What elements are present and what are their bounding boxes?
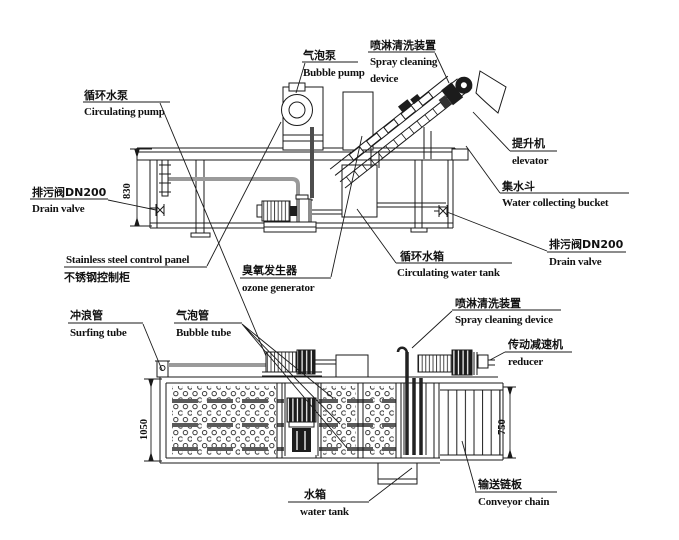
callout-reducer: 传动减速机 reducer	[489, 337, 572, 368]
svg-text:排污阀DN200: 排污阀DN200	[32, 185, 107, 199]
callout-circulating-pump: 循环水泵 Circulating pump	[83, 88, 267, 357]
svg-text:water tank: water tank	[300, 506, 350, 518]
svg-text:Circulating pump: Circulating pump	[84, 106, 165, 118]
dim-1050: 1050	[139, 378, 162, 462]
water-collecting-bucket-part	[451, 148, 469, 161]
svg-text:集水斗: 集水斗	[501, 179, 535, 193]
spray-hook-pipe	[396, 346, 409, 355]
svg-text:elevator: elevator	[512, 155, 549, 167]
svg-text:Spray cleaning: Spray cleaning	[370, 56, 438, 68]
svg-text:reducer: reducer	[508, 356, 543, 368]
callout-water-tank: 水箱 water tank	[288, 467, 413, 518]
svg-text:Drain valve: Drain valve	[549, 256, 602, 268]
dim-side-height: 830	[122, 183, 133, 199]
svg-text:Bubble tube: Bubble tube	[176, 327, 231, 339]
plan-view: 1050 750	[139, 346, 516, 485]
svg-text:输送链板: 输送链板	[478, 477, 523, 491]
svg-text:Drain valve: Drain valve	[32, 203, 85, 215]
circulating-water-tank-box	[341, 164, 378, 218]
elevator-drive-motor	[438, 76, 473, 109]
svg-text:Stainless steel control panel: Stainless steel control panel	[66, 254, 189, 266]
svg-text:device: device	[370, 73, 398, 85]
callout-surfing-tube: 冲浪管 Surfing tube	[68, 308, 163, 371]
conveyor-section	[440, 382, 504, 461]
discharge-chute	[475, 70, 507, 114]
spray-device-plan	[396, 346, 433, 455]
reducer-unit	[410, 349, 498, 378]
svg-text:臭氧发生器: 臭氧发生器	[242, 263, 298, 277]
svg-text:Spray cleaning device: Spray cleaning device	[455, 314, 553, 326]
svg-text:喷淋清洗装置: 喷淋清洗装置	[370, 38, 436, 52]
svg-text:Water collecting bucket: Water collecting bucket	[502, 197, 609, 209]
callout-circulating-water-tank: 循环水箱 Circulating water tank	[356, 208, 512, 279]
svg-text:气泡泵: 气泡泵	[302, 48, 336, 62]
spray-nozzle-block	[397, 99, 412, 113]
side-view: 830	[122, 70, 507, 238]
callout-conveyor-chain: 输送链板 Conveyor chain	[461, 440, 557, 508]
left-inlet-fitting	[155, 360, 170, 378]
perforated-zone	[172, 386, 276, 456]
svg-text:循环水箱: 循环水箱	[400, 249, 444, 263]
svg-text:Surfing tube: Surfing tube	[70, 327, 127, 339]
callout-bubble-pump: 气泡泵 Bubble pump	[295, 48, 365, 94]
drain-valve-right-part	[434, 205, 448, 217]
svg-text:气泡管: 气泡管	[175, 308, 209, 322]
dim-750: 750	[497, 386, 516, 459]
wash-tank-frame	[159, 376, 440, 485]
svg-text:排污阀DN200: 排污阀DN200	[549, 237, 624, 251]
svg-text:Circulating water tank: Circulating water tank	[397, 267, 501, 279]
pipes-side	[159, 127, 342, 215]
svg-text:喷淋清洗装置: 喷淋清洗装置	[455, 296, 521, 310]
callout-spray-top: 喷淋清洗装置 Spray cleaning device	[368, 38, 450, 85]
callout-drain-valve-right: 排污阀DN200 Drain valve	[446, 211, 626, 268]
circulating-pump-unit	[256, 194, 317, 233]
dim-wash-height: 1050	[139, 419, 150, 440]
svg-text:提升机: 提升机	[512, 136, 545, 150]
elevator-unit	[329, 70, 507, 189]
bubble-pump-unit	[281, 82, 313, 126]
callout-bubble-tube: 气泡管 Bubble tube	[174, 308, 348, 449]
sump-box	[377, 462, 418, 485]
dim-830: 830	[122, 148, 152, 227]
dim-conveyor-height: 750	[497, 419, 508, 435]
surf-tube-manifold	[159, 159, 171, 197]
svg-text:Bubble pump: Bubble pump	[303, 67, 365, 79]
svg-text:Conveyor chain: Conveyor chain	[478, 496, 549, 508]
callout-control-panel: Stainless steel control panel 不锈钢控制柜	[64, 121, 282, 284]
callout-ozone-generator: 臭氧发生器 ozone generator	[240, 135, 363, 294]
callout-spray-bottom: 喷淋清洗装置 Spray cleaning device	[411, 296, 561, 349]
svg-text:循环水泵: 循环水泵	[84, 88, 128, 102]
svg-text:ozone generator: ozone generator	[242, 282, 315, 294]
svg-text:不锈钢控制柜: 不锈钢控制柜	[64, 270, 130, 284]
callouts: 气泡泵 Bubble pump 喷淋清洗装置 Spray cleaning de…	[30, 38, 629, 518]
callout-water-collecting-bucket: 集水斗 Water collecting bucket	[465, 145, 629, 209]
central-pump-unit	[262, 349, 369, 456]
conveyor-slats	[442, 390, 500, 455]
svg-text:传动减速机: 传动减速机	[507, 337, 563, 351]
ozone-generator-box	[342, 91, 374, 151]
svg-text:水箱: 水箱	[304, 487, 326, 501]
callout-elevator: 提升机 elevator	[472, 111, 557, 167]
svg-text:冲浪管: 冲浪管	[70, 308, 103, 322]
callout-drain-valve-left: 排污阀DN200 Drain valve	[30, 185, 157, 215]
